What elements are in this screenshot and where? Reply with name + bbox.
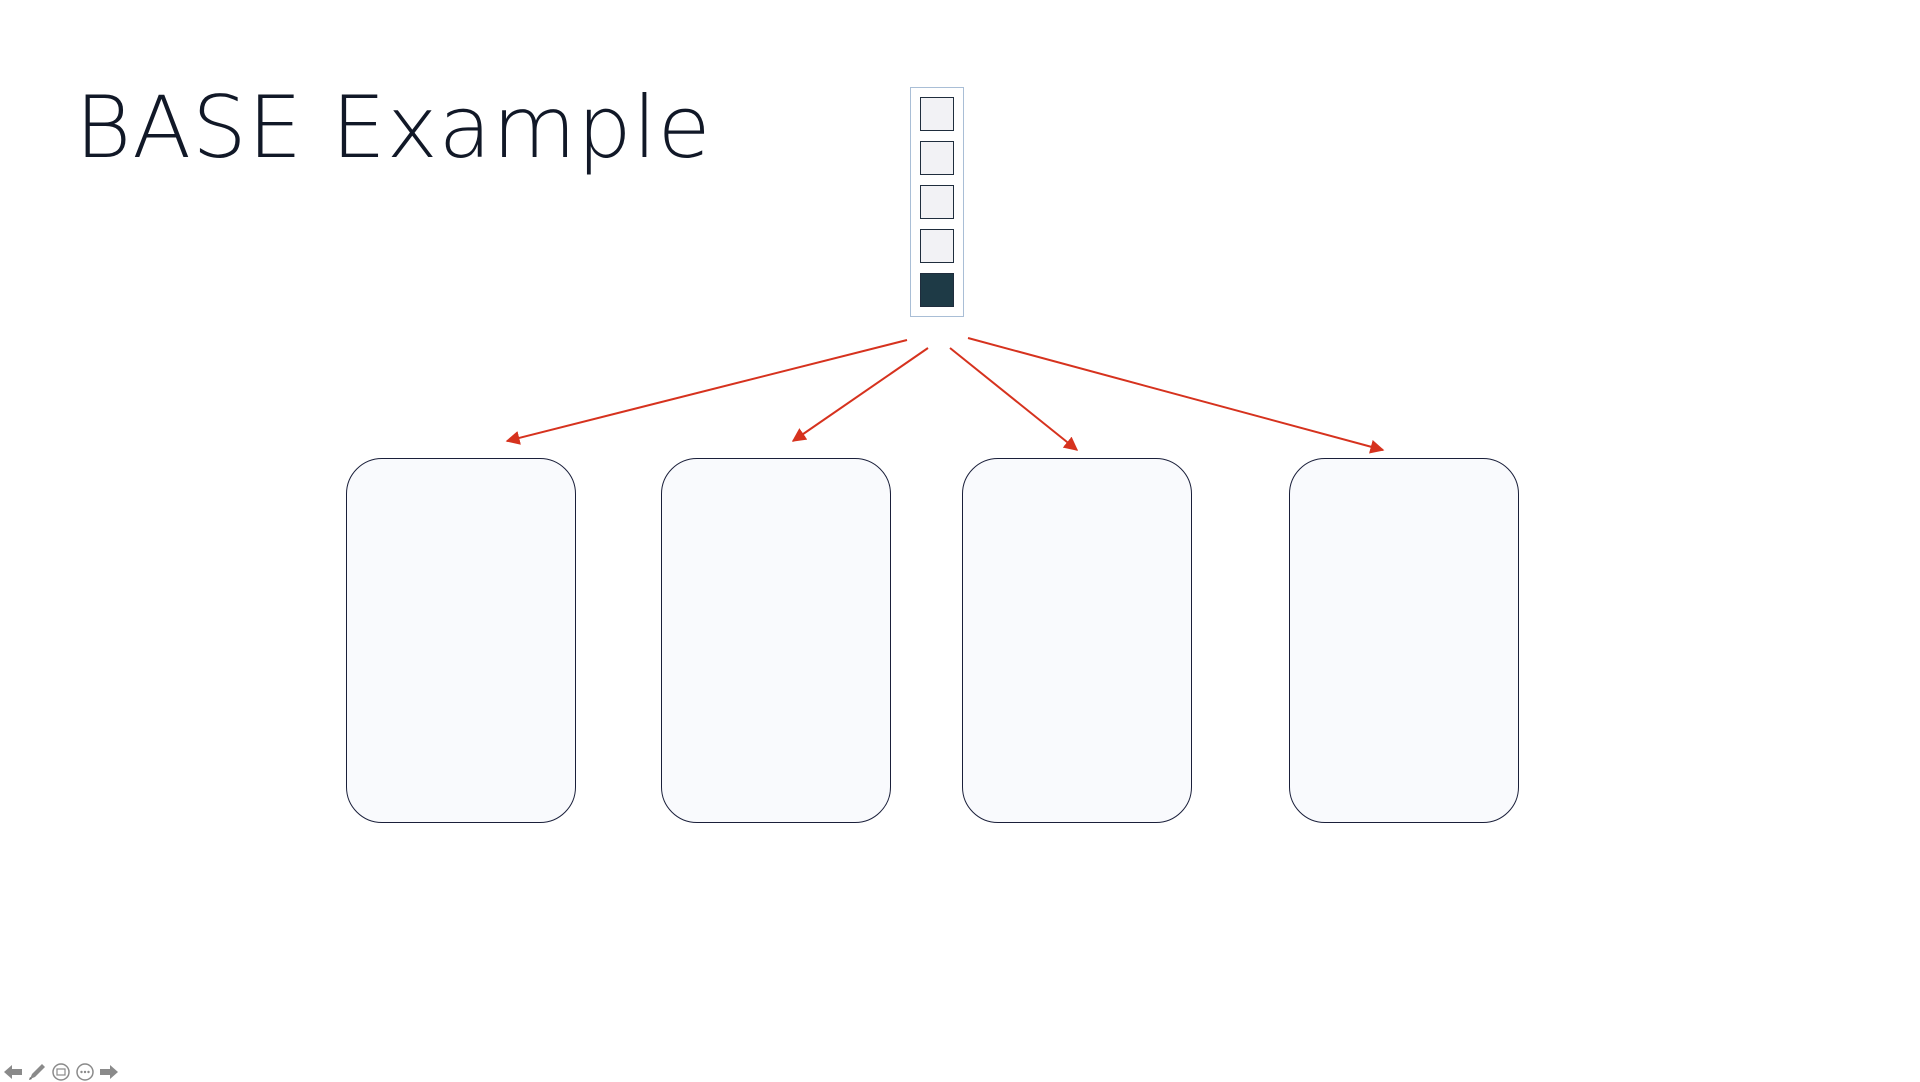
queue-slot (920, 185, 954, 219)
node-card-3 (962, 458, 1192, 823)
arrow-to-node-1 (505, 339, 908, 445)
queue-slot-filled (920, 273, 954, 307)
queue-slot (920, 141, 954, 175)
pen-icon[interactable] (26, 1063, 48, 1081)
slides-icon[interactable] (50, 1063, 72, 1081)
arrow-to-node-4 (967, 337, 1385, 454)
prev-icon[interactable] (2, 1063, 24, 1081)
node-card-4 (1289, 458, 1519, 823)
presentation-controls (2, 1062, 120, 1082)
node-card-1 (346, 458, 576, 823)
next-icon[interactable] (98, 1063, 120, 1081)
queue-slot (920, 97, 954, 131)
node-card-2 (661, 458, 891, 823)
arrow-to-node-2 (791, 347, 929, 442)
queue-slot (920, 229, 954, 263)
message-queue (910, 87, 964, 317)
slide-title: BASE Example (75, 78, 712, 178)
more-icon[interactable] (74, 1063, 96, 1081)
arrow-to-node-3 (949, 347, 1079, 451)
